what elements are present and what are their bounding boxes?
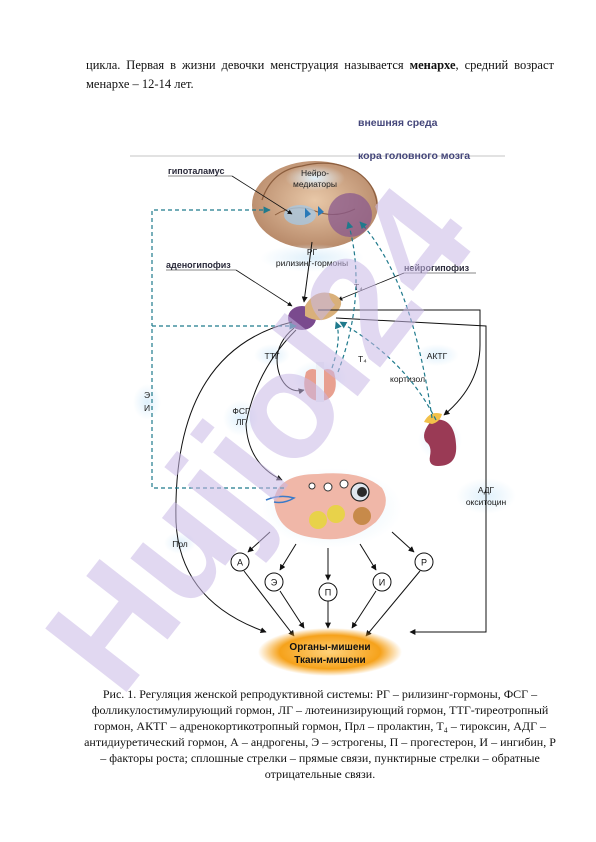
thyroid-illustration — [292, 360, 348, 402]
label-external-environment: внешняя среда — [358, 117, 438, 129]
arrow-fsg-lg — [245, 329, 297, 481]
label-releasing-hormones: рилизинг-гормоны — [276, 258, 348, 268]
label-cortisol: кортизол — [390, 374, 425, 384]
label-adenohypophysis: аденогипофиз — [166, 260, 231, 270]
feedback-t4-hypothalamus — [337, 221, 357, 373]
feedback-e-i-to-pituitary — [151, 322, 297, 489]
label-androgens: А — [237, 558, 243, 568]
circle-androgens — [230, 552, 250, 572]
label-growth-factors: Р — [421, 558, 427, 568]
kidney-adrenal-illustration — [418, 413, 462, 466]
circle-estrogens — [264, 572, 284, 592]
label-ttg: ТТГ — [265, 351, 280, 361]
label-target-tissues: Ткани-мишени — [294, 655, 365, 666]
label-neuromediators-1: Нейро- — [301, 168, 329, 178]
label-inhibin: И — [379, 578, 385, 588]
label-i-feedback: И — [144, 403, 150, 413]
pituitary-illustration — [288, 292, 342, 330]
paragraph-text-2: , средний возраст менархе – 12-14 лет. — [86, 58, 554, 91]
label-lg: ЛГ — [236, 417, 247, 427]
rg-glow — [260, 244, 364, 272]
arrow-prl — [175, 321, 293, 634]
figure-caption: Рис. 1. Регуляция женской репродуктивной… — [84, 687, 556, 781]
label-fsg: ФСГ — [232, 406, 250, 416]
circle-growth-factors — [414, 552, 434, 572]
ovary-illustration — [262, 468, 402, 548]
label-e-feedback: Э — [144, 390, 150, 400]
circle-inhibin — [372, 572, 392, 592]
hormone-circles: А Э П И Р — [230, 531, 434, 637]
feedback-cortisol-hypothalamus — [359, 221, 433, 419]
feedback-cortisol-pituitary — [339, 321, 437, 421]
term-menarche: менархе — [409, 58, 456, 72]
arrow-ttg — [276, 327, 305, 395]
pointer-hypothalamus — [231, 175, 293, 215]
paragraph-text-1: цикла. Первая в жизни девочки менструаци… — [86, 58, 410, 72]
target-organs-blob — [258, 628, 402, 676]
label-neuromediators-2: медиаторы — [293, 179, 337, 189]
label-target-organs: Органы-мишени — [289, 642, 370, 653]
arrow-aktg — [318, 309, 481, 416]
label-aktg: АКТГ — [427, 351, 448, 361]
label-estrogens: Э — [271, 578, 278, 588]
label-t4-bottom: T₄ — [358, 354, 367, 364]
label-hypothalamus: гипоталамус — [168, 166, 224, 176]
label-cerebral-cortex: кора головного мозга — [358, 150, 470, 162]
label-neurohypophysis: нейрогипофиз — [404, 263, 470, 273]
arrow-adg-oxytocin — [335, 317, 487, 635]
feedback-t4-pituitary — [331, 321, 342, 369]
label-progesterone: П — [325, 588, 331, 598]
arrow-rg-to-pituitary — [301, 241, 313, 303]
label-prl: Прл — [172, 539, 188, 549]
label-rg: РГ — [307, 247, 318, 257]
intro-paragraph: цикла. Первая в жизни девочки менструаци… — [86, 56, 554, 94]
label-t4-top: T₄ — [354, 282, 363, 292]
